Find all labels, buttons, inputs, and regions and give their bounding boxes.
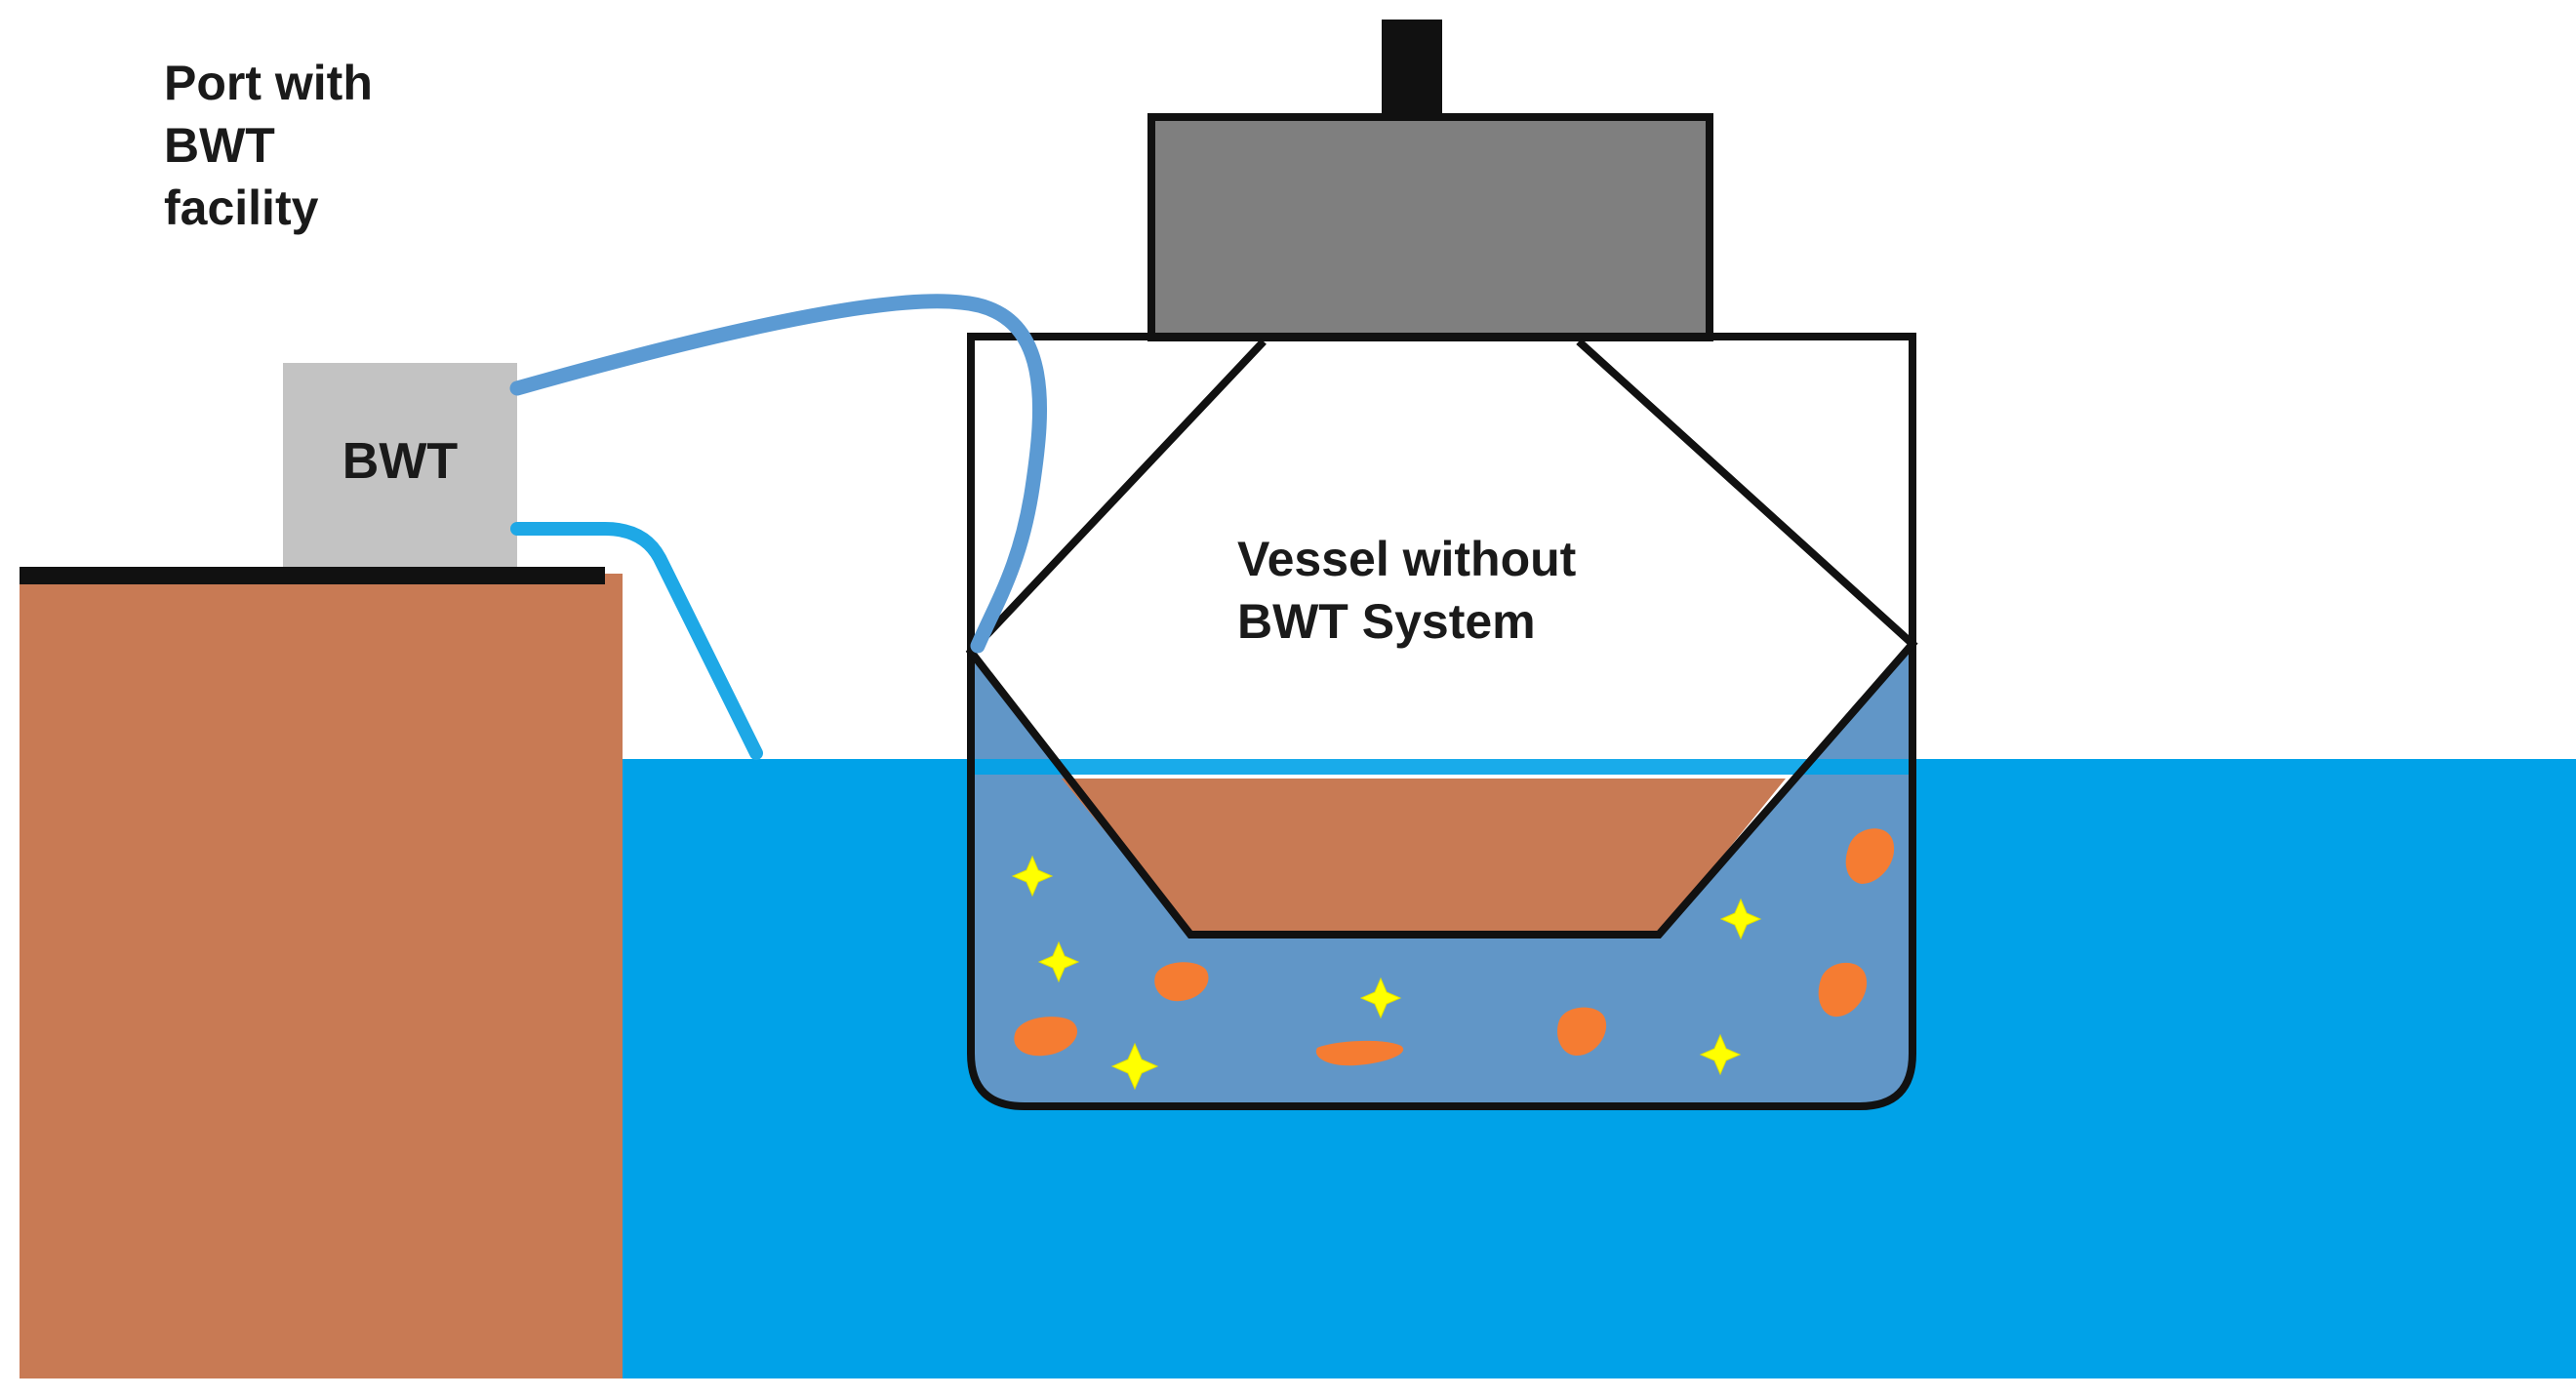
plankton-star-icon: [1011, 855, 1054, 898]
organism-blob-icon: [1845, 828, 1895, 884]
discharge-hose: [509, 294, 1047, 654]
dock-edge-line: [20, 567, 605, 584]
vessel-label-line1: Vessel without: [1237, 532, 1577, 586]
ship-mast: [1382, 20, 1442, 119]
organism-blob-icon: [1557, 1007, 1607, 1056]
dock: [20, 574, 623, 1378]
plankton-star-icon: [1699, 1033, 1742, 1076]
organism-blobs: [1014, 828, 1895, 1066]
cargo-load: [1062, 779, 1786, 935]
plankton-star-icon: [1719, 898, 1762, 940]
plankton-star-icon: [1037, 940, 1080, 983]
port-label-line3: facility: [164, 180, 319, 235]
vessel-label-line2: BWT System: [1237, 594, 1536, 649]
plankton-star-icon: [1110, 1042, 1159, 1091]
organism-blob-icon: [1014, 1017, 1078, 1057]
organism-blob-icon: [1818, 962, 1868, 1018]
ship-superstructure: [1147, 113, 1713, 341]
intake-hose: [510, 522, 763, 760]
port-label-line2: BWT: [164, 118, 275, 173]
plankton-star-icon: [1359, 977, 1402, 1019]
organism-blob-icon: [1315, 1040, 1404, 1066]
plankton-stars: [1011, 855, 1762, 1091]
ship-hull-outline: [967, 333, 1916, 1110]
organism-blob-icon: [1154, 962, 1209, 1002]
bwt-unit-label: BWT: [342, 433, 459, 490]
port-label-line1: Port with: [164, 56, 373, 110]
bwt-unit: [283, 363, 517, 567]
cargo-hold-outline: [965, 339, 1918, 939]
waterline: [971, 759, 1912, 775]
